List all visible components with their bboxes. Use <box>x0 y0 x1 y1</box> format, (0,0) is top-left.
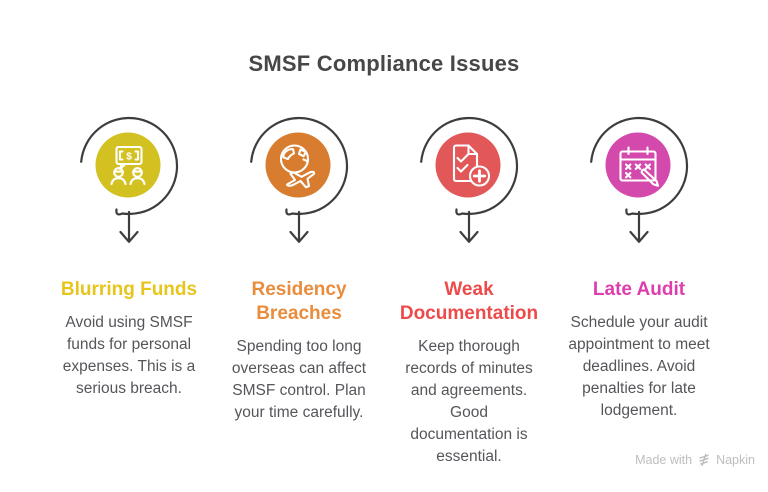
calendar-pen-glyph <box>619 146 660 187</box>
loop-arc <box>80 116 179 216</box>
icon-circle <box>265 132 331 198</box>
item-description: Schedule your audit appointment to meet … <box>568 314 710 419</box>
item-description: Spending too long overseas can affect SM… <box>231 338 367 421</box>
icon-circle <box>605 132 671 198</box>
down-arrow-icon <box>289 210 309 243</box>
svg-text:$: $ <box>126 151 132 163</box>
columns-row: $ Blurring Funds Avoid using SMSF funds … <box>44 108 724 468</box>
napkin-logo-icon <box>699 453 709 467</box>
watermark-prefix: Made with <box>635 453 693 467</box>
item-title: Blurring Funds <box>60 279 198 300</box>
item-title: Residency Breaches <box>251 279 347 324</box>
money-chat-glyph: $ <box>110 145 146 186</box>
item-description: Keep thorough records of minutes and agr… <box>405 338 533 465</box>
column-weak-documentation: Weak Documentation Keep thorough records… <box>384 108 554 468</box>
watermark-brand: Napkin <box>716 453 755 467</box>
money-conversation-icon: $ <box>80 116 179 243</box>
loop-arc <box>420 116 519 216</box>
page-title: SMSF Compliance Issues <box>248 51 520 76</box>
document-checklist-icon <box>420 116 519 243</box>
down-arrow-icon <box>119 210 139 243</box>
down-arrow-icon <box>459 210 479 243</box>
overseas-travel-icon <box>250 116 349 243</box>
item-title: Weak Documentation <box>399 279 539 324</box>
down-arrow-icon <box>629 210 649 243</box>
column-residency-breaches: Residency Breaches Spending too long ove… <box>214 108 384 468</box>
loop-arc <box>590 116 689 216</box>
item-description: Avoid using SMSF funds for personal expe… <box>62 314 196 397</box>
globe-plane-glyph <box>279 144 316 189</box>
loop-arc <box>250 116 349 216</box>
napkin-watermark[interactable]: Made with Napkin <box>635 453 755 467</box>
document-check-glyph <box>452 144 491 187</box>
column-late-audit: Late Audit Schedule your audit appointme… <box>554 108 724 468</box>
column-blurring-funds: $ Blurring Funds Avoid using SMSF funds … <box>44 108 214 468</box>
audit-calendar-icon <box>590 116 689 243</box>
item-title: Late Audit <box>592 279 686 300</box>
